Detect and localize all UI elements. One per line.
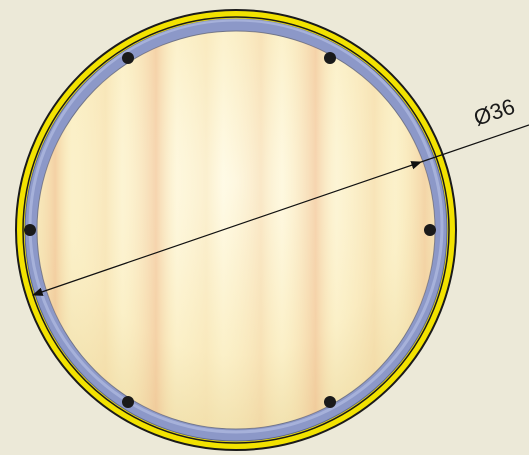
dimension-line	[31, 161, 423, 296]
dimension-leader	[420, 124, 529, 163]
bolt-top-left	[122, 52, 134, 64]
bolt-bottom-right	[324, 396, 336, 408]
outer-rim-inner-edge	[22, 16, 450, 444]
bolt-right	[424, 224, 436, 236]
diameter-label: Ø36	[470, 94, 517, 131]
bolt-group	[24, 52, 436, 408]
bolt-left	[24, 224, 36, 236]
bolt-bottom-left	[122, 396, 134, 408]
bolt-top-right	[324, 52, 336, 64]
